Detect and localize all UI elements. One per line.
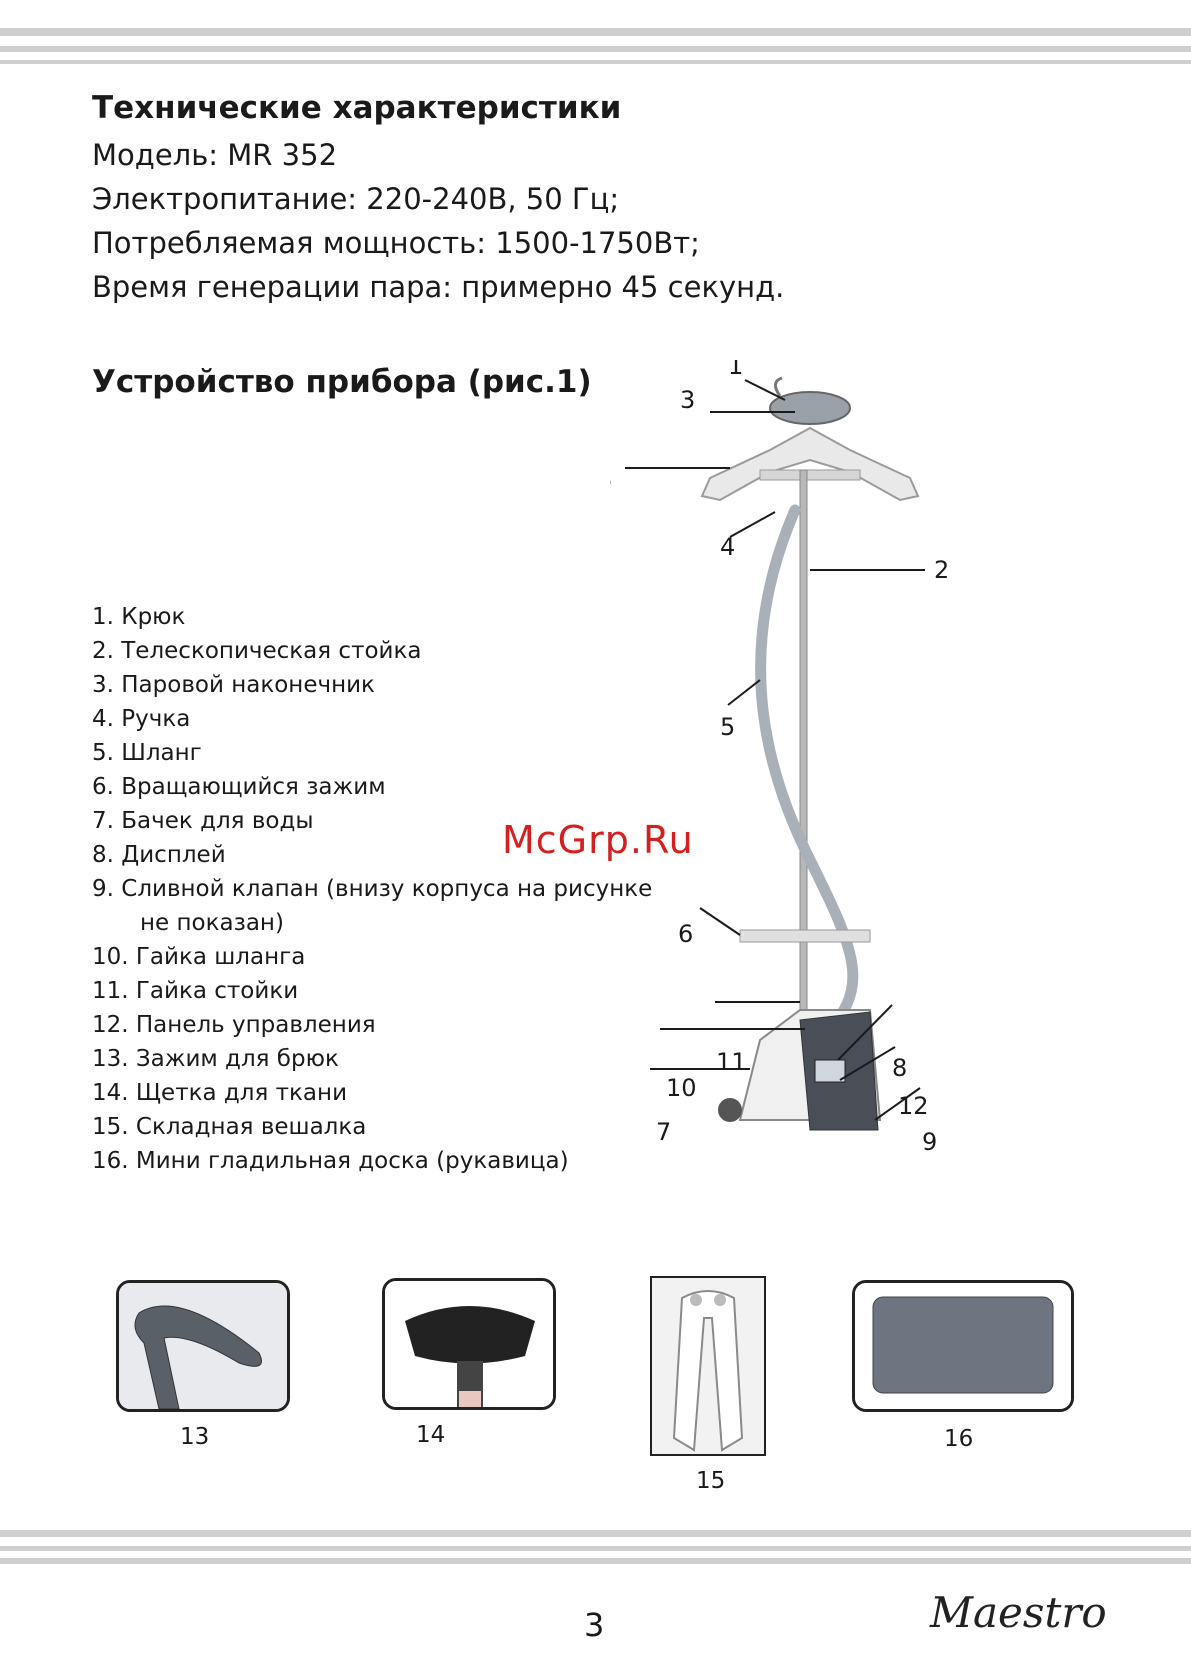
callout-9: 9 xyxy=(922,1128,937,1156)
parts-list-item: 9. Сливной клапан (внизу корпуса на рису… xyxy=(92,876,653,902)
folding-hanger-image xyxy=(652,1278,764,1454)
device-title-suffix: (рис.1) xyxy=(456,364,592,400)
callout-line-5 xyxy=(727,679,761,706)
callout-8: 8 xyxy=(892,1054,907,1082)
top-rule-2 xyxy=(0,46,1191,52)
callout-7: 7 xyxy=(656,1118,671,1146)
parts-list-item: 1. Крюк xyxy=(92,604,186,630)
telescopic-pole xyxy=(799,469,808,1031)
accessory-fabric-brush xyxy=(382,1278,556,1410)
accessory-label-13: 13 xyxy=(180,1424,210,1450)
rotating-clamp xyxy=(739,929,871,943)
specs-title: Технические характеристики xyxy=(92,90,622,126)
parts-list-item: 7. Бачек для воды xyxy=(92,808,314,834)
parts-list-item: 13. Зажим для брюк xyxy=(92,1046,339,1072)
callout-line-8 xyxy=(837,1004,893,1061)
parts-list-item: 14. Щетка для ткани xyxy=(92,1080,348,1106)
display-shape xyxy=(814,1059,846,1083)
parts-list-item: 15. Складная вешалка xyxy=(92,1114,367,1140)
top-rule-1 xyxy=(0,28,1191,36)
bottom-rule-2 xyxy=(0,1546,1191,1551)
trouser-clamp-image xyxy=(119,1283,287,1409)
callout-15: 15 xyxy=(610,466,613,494)
device-title-bold: Устройство прибора xyxy=(92,364,457,400)
spec-power-consumption: Потребляемая мощность: 1500-1750Вт; xyxy=(92,226,700,260)
accessory-label-16: 16 xyxy=(944,1426,974,1452)
accessory-folding-hanger xyxy=(650,1276,766,1456)
parts-list-item: 8. Дисплей xyxy=(92,842,226,868)
callout-line-4 xyxy=(729,511,776,538)
callout-line-6 xyxy=(699,907,741,936)
parts-list-item: 6. Вращающийся зажим xyxy=(92,774,386,800)
parts-list-item: 3. Паровой наконечник xyxy=(92,672,375,698)
device-section-title: Устройство прибора (рис.1) xyxy=(92,364,592,400)
callout-2: 2 xyxy=(934,556,949,584)
parts-list-item-continuation: не показан) xyxy=(140,910,284,936)
accessory-label-14: 14 xyxy=(416,1422,446,1448)
hook-shape xyxy=(774,376,783,397)
watermark: McGrp.Ru xyxy=(502,818,694,862)
callout-6: 6 xyxy=(678,920,693,948)
parts-list-item: 5. Шланг xyxy=(92,740,202,766)
hanger-crossbar xyxy=(759,469,861,481)
callout-10: 10 xyxy=(666,1074,697,1102)
spec-steam-time: Время генерации пара: примерно 45 секунд… xyxy=(92,270,785,304)
hose-shape xyxy=(755,504,859,1046)
spec-model: Модель: MR 352 xyxy=(92,138,338,172)
callout-3: 3 xyxy=(680,386,695,414)
parts-list-item: 16. Мини гладильная доска (рукавица) xyxy=(92,1148,569,1174)
callout-11: 11 xyxy=(716,1048,747,1076)
wheel-shape xyxy=(718,1098,742,1122)
callout-line-1 xyxy=(744,379,786,401)
bottom-rule-1 xyxy=(0,1530,1191,1537)
callout-1: 1 xyxy=(728,360,743,380)
parts-list-item: 2. Телескопическая стойка xyxy=(92,638,422,664)
bottom-rule-3 xyxy=(0,1558,1191,1564)
spec-power-supply: Электропитание: 220-240В, 50 Гц; xyxy=(92,182,620,216)
parts-list-item: 11. Гайка стойки xyxy=(92,978,299,1004)
accessory-trouser-clamp xyxy=(116,1280,290,1412)
steam-head-shape xyxy=(769,391,851,425)
callout-4: 4 xyxy=(720,533,735,561)
parts-list-item: 4. Ручка xyxy=(92,706,191,732)
top-rule-3 xyxy=(0,60,1191,64)
fabric-brush-image xyxy=(385,1281,553,1407)
accessory-mini-ironing-board xyxy=(852,1280,1074,1412)
hanger-shape xyxy=(700,426,920,502)
page-number: 3 xyxy=(584,1606,605,1644)
parts-list-item: 10. Гайка шланга xyxy=(92,944,306,970)
callout-line-9 xyxy=(874,1087,921,1121)
callout-line-12 xyxy=(839,1046,896,1081)
accessory-label-15: 15 xyxy=(696,1468,726,1494)
parts-list: 1. Крюк 2. Телескопическая стойка 3. Пар… xyxy=(92,600,652,1178)
brand-logo: Maestro xyxy=(930,1588,1107,1637)
ironing-board-image xyxy=(855,1283,1071,1409)
steamer-figure: 1 3 15 4 2 5 6 11 10 8 12 7 9 xyxy=(610,360,949,1156)
callout-12: 12 xyxy=(898,1092,929,1120)
callout-5: 5 xyxy=(720,713,735,741)
parts-list-item: 12. Панель управления xyxy=(92,1012,376,1038)
